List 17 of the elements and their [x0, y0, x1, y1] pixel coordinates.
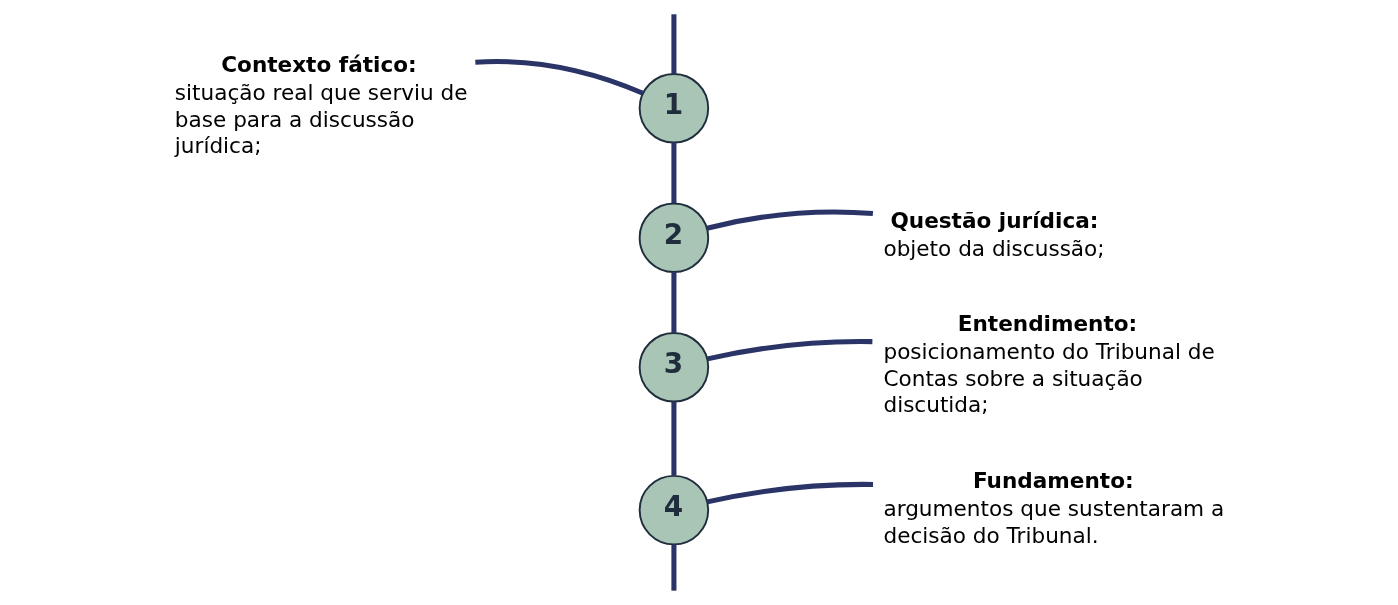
node-text: Entendimento: posicionamento do Tribunal de Contas sobre a situação discutida;	[883, 311, 1215, 418]
node-text: Questão jurídica: objeto da discussão;	[883, 208, 1105, 262]
connector	[671, 544, 677, 591]
connector	[671, 142, 677, 204]
node-text: Contexto fático: situação real que serviu de base para a discussão jurídica;	[174, 52, 468, 159]
node-text: Fundamento: argumentos que sustentaram a decisão do Tribunal.	[883, 468, 1225, 548]
connector	[475, 59, 644, 96]
connector	[706, 339, 873, 362]
node-circle: 3	[638, 332, 710, 403]
node-circle: 2	[638, 202, 710, 273]
node-circle: 4	[638, 474, 710, 546]
connector	[671, 401, 677, 476]
connector	[671, 272, 677, 333]
connector	[706, 209, 874, 231]
connector	[706, 481, 873, 505]
node-circle: 1	[638, 73, 710, 144]
connector	[671, 14, 677, 74]
